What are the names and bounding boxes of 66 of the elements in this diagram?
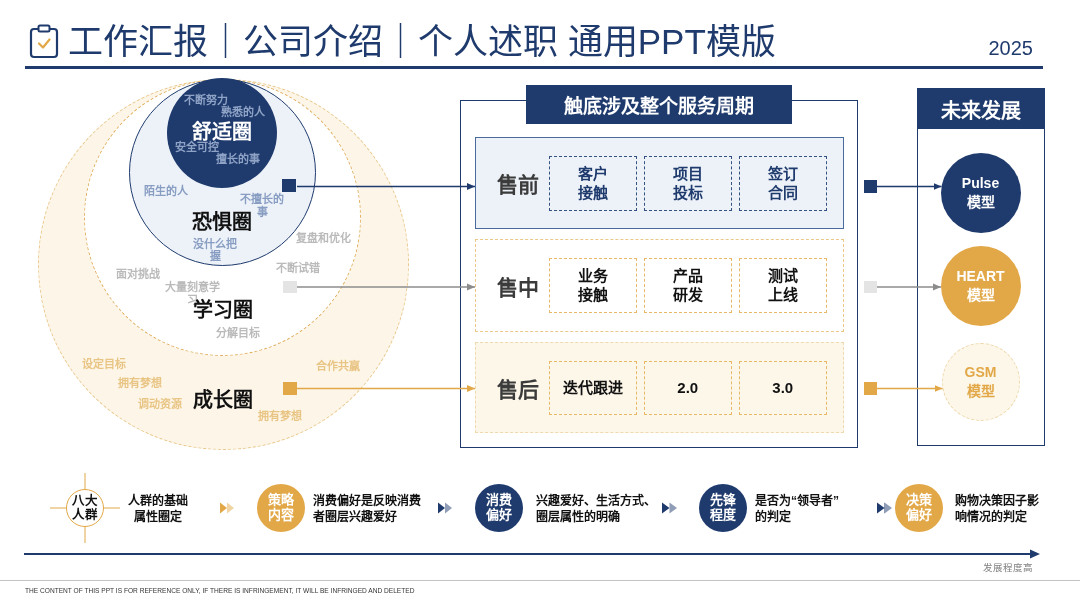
keyword-text: 面对挑战 — [115, 267, 160, 280]
keyword-text: 拥有梦想 — [117, 376, 162, 390]
square-marker — [864, 180, 877, 193]
header-band: 触底涉及整个服务周期 — [526, 85, 792, 124]
year-label: 2025 — [988, 36, 1033, 60]
arrow — [876, 283, 942, 291]
keyword-text: 擅长的事 — [216, 152, 261, 166]
chevron-arrow — [662, 502, 677, 514]
zone-title: 成长圈 — [192, 388, 253, 412]
arrow — [296, 385, 476, 392]
keyword-text: 不断努力 — [184, 93, 229, 107]
keyword-text: 调动资源 — [137, 397, 182, 411]
dashed-box: 3.0 — [738, 360, 827, 415]
arrow — [296, 283, 476, 291]
step-text: 兴趣爱好、生活方式、圈层属性的明确 — [536, 494, 657, 526]
keyword-text: 陌生的人 — [144, 184, 189, 198]
square-marker — [864, 382, 877, 395]
square-marker — [282, 381, 297, 395]
square-marker — [864, 281, 877, 293]
dashed-box: 客户接触 — [548, 155, 637, 211]
keyword-text: 设定目标 — [81, 357, 126, 371]
model-circle: HEART 模型 — [940, 245, 1021, 326]
step-circle: 决策偏好 — [895, 484, 943, 532]
model-circle: Pulse 模型 — [940, 152, 1021, 233]
arrow — [876, 385, 944, 392]
keyword-text: 合作共赢 — [315, 359, 360, 373]
row-panel — [475, 137, 844, 229]
keyword-text: 安全可控 — [175, 140, 220, 153]
keyword-text: 没什么把握 — [192, 238, 239, 264]
row-label: 售前 — [497, 172, 539, 198]
keyword-text: 分解目标 — [215, 326, 260, 339]
chevron-arrow — [877, 502, 892, 514]
arrow — [296, 183, 476, 190]
chevron-arrow — [438, 502, 452, 514]
dashed-box: 迭代跟进 — [548, 360, 637, 415]
square-marker — [282, 280, 297, 293]
chevron-arrow — [220, 502, 234, 514]
panel-frame — [917, 88, 1045, 446]
row-panel — [475, 239, 844, 332]
axis-label: 发展程度高 — [983, 561, 1033, 574]
step-text: 购物决策因子影响情况的判定 — [955, 494, 1040, 526]
step-circle: 八大人群 — [66, 489, 104, 527]
dashed-box: 2.0 — [643, 360, 732, 415]
keyword-text: 拥有梦想 — [257, 409, 302, 423]
square-marker — [282, 179, 297, 193]
step-circle: 策略内容 — [257, 484, 305, 532]
arrow — [876, 183, 943, 190]
page-title: 工作汇报｜公司介绍｜个人述职 通用PPT模版 — [68, 22, 776, 62]
dashed-box: 产品研发 — [643, 257, 732, 313]
step-text: 人群的基础属性圈定 — [127, 494, 189, 526]
step-circle: 消费偏好 — [475, 484, 523, 532]
keyword-text: 复盘和优化 — [296, 231, 352, 244]
header-band: 未来发展 — [918, 89, 1044, 129]
dashed-box: 项目投标 — [643, 155, 732, 211]
dashed-box: 测试上线 — [738, 257, 827, 313]
keyword-text: 不断试错 — [275, 261, 320, 274]
row-label: 售后 — [497, 376, 539, 403]
step-text: 是否为“领导者”的判定 — [755, 494, 840, 526]
row-panel — [475, 342, 844, 433]
row-label: 售中 — [497, 274, 539, 301]
dashed-box: 签订合同 — [738, 155, 827, 211]
step-circle: 先锋程度 — [699, 484, 747, 532]
dashed-box: 业务接触 — [548, 257, 637, 313]
keyword-text: 熟悉的人 — [221, 105, 266, 119]
step-text: 消费偏好是反映消费者圈层兴趣爱好 — [313, 494, 422, 526]
model-circle: GSM 模型 — [941, 342, 1020, 421]
